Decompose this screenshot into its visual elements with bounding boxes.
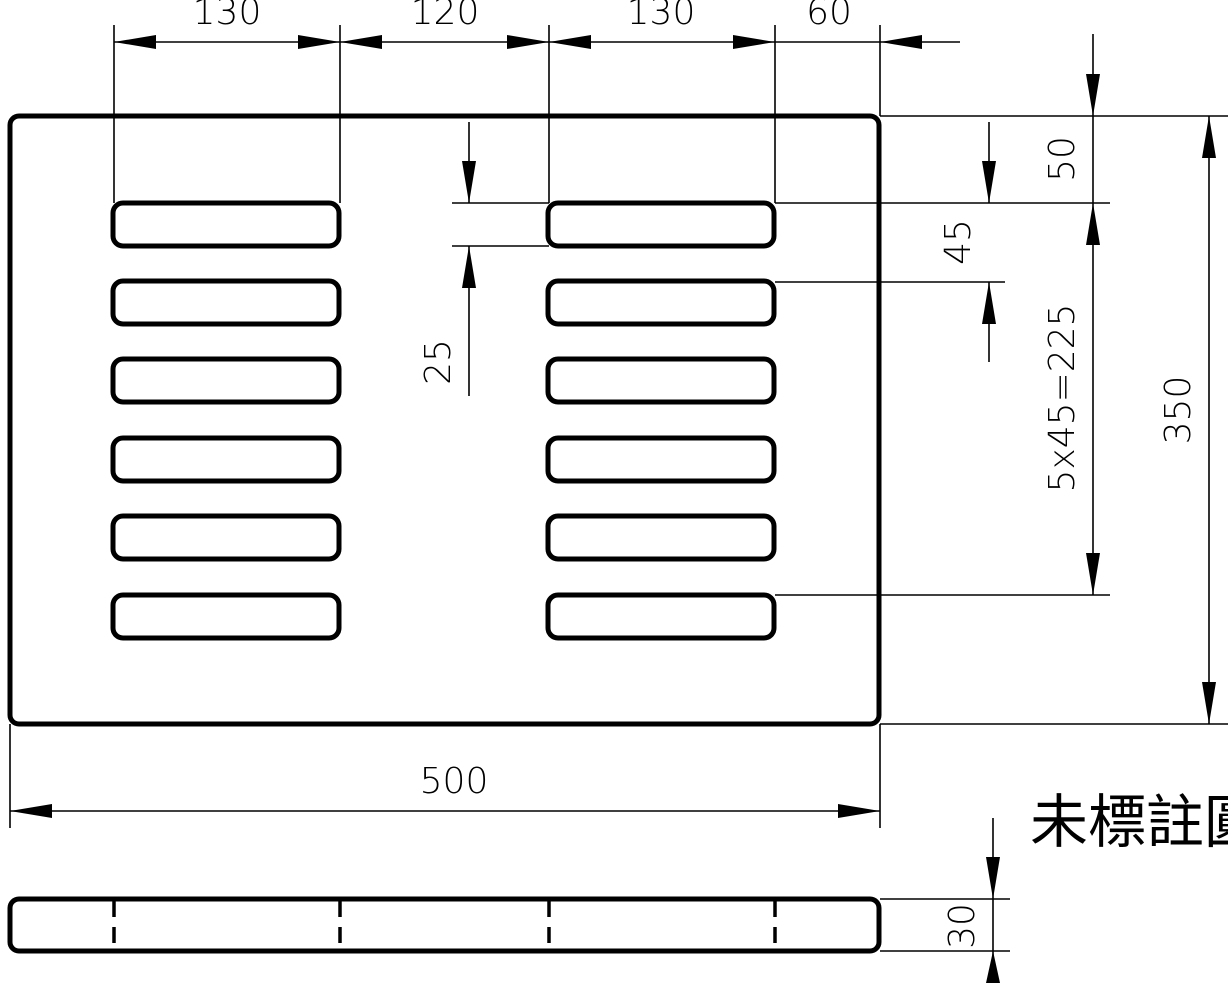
slot: [545, 592, 777, 641]
slot-pitch-dimension: [775, 122, 1005, 362]
overall-width-dimension: [9, 724, 881, 828]
dim-top-120: 120: [411, 0, 480, 33]
slot: [110, 278, 342, 327]
slot: [110, 592, 342, 641]
slot: [110, 200, 342, 249]
slot-column-right: [545, 200, 777, 641]
slot: [545, 356, 777, 405]
dim-top-130-left: 130: [193, 0, 262, 33]
slot: [545, 200, 777, 249]
overall-height-dimension: [880, 116, 1228, 725]
slot: [110, 356, 342, 405]
dim-overall-width: 500: [420, 761, 489, 802]
slot: [545, 513, 777, 562]
top-dimension-chain: [113, 25, 960, 203]
dim-thickness: 30: [942, 903, 983, 949]
slot: [545, 435, 777, 484]
dim-slot-height: 25: [418, 339, 459, 385]
dim-slot-pitch: 45: [938, 219, 979, 265]
dim-slot-span: 5x45=225: [1042, 304, 1083, 493]
slot-height-dimension: [452, 122, 549, 396]
plate-outline: [7, 113, 882, 727]
slot-column-left: [110, 200, 342, 641]
slot: [545, 278, 777, 327]
thickness-dimension: [880, 818, 1010, 983]
dim-top-130-right: 130: [627, 0, 696, 33]
right-vertical-dimensions: [775, 34, 1228, 596]
side-view-hidden-lines: [112, 901, 777, 949]
drawing-note: 未標註圓: [1030, 788, 1228, 856]
dim-top-60: 60: [806, 0, 852, 33]
dim-overall-height: 350: [1158, 376, 1199, 445]
slot: [110, 435, 342, 484]
side-view-outline: [7, 896, 882, 954]
slot: [110, 513, 342, 562]
dim-top-margin: 50: [1042, 136, 1083, 182]
